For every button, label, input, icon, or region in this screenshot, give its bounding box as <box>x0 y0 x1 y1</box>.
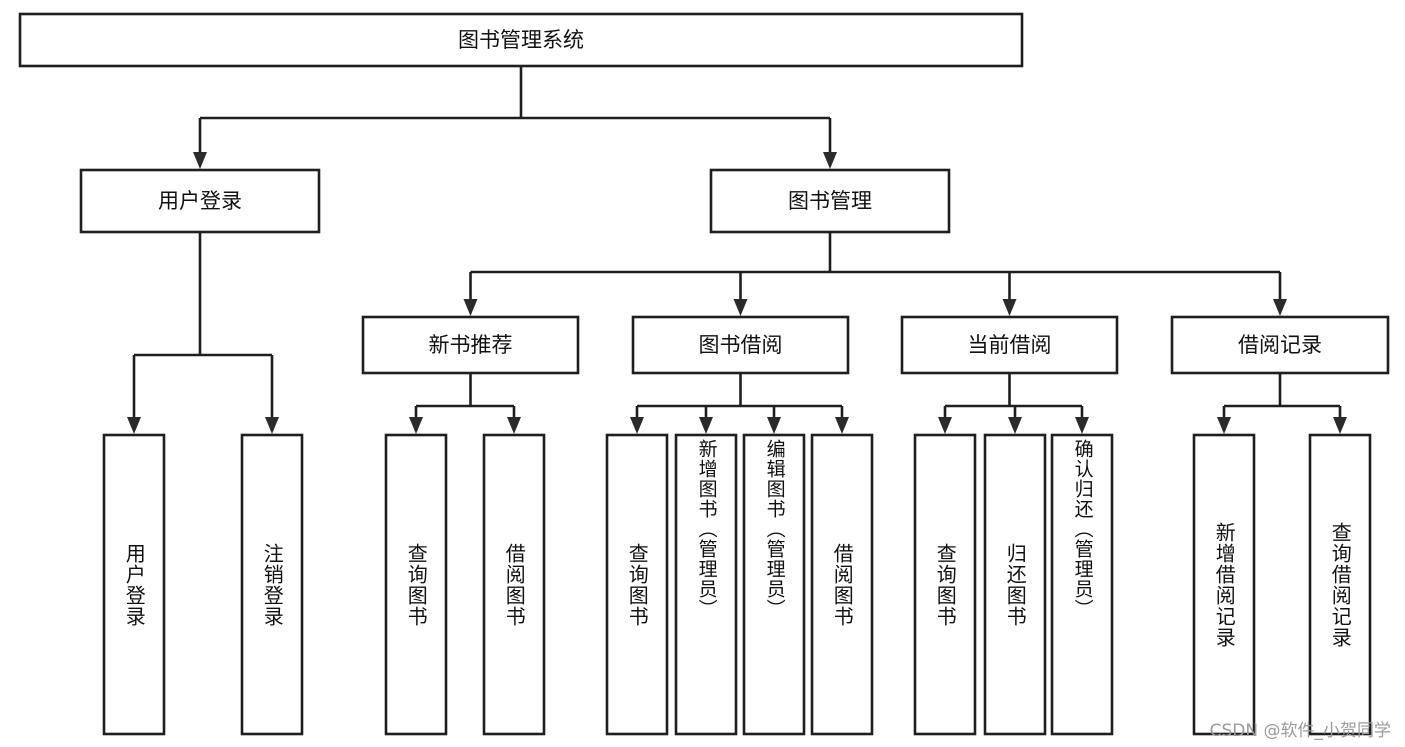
node-label-new-book-recommend: 新书推荐 <box>429 333 513 357</box>
node-leaf-add-borrow-record[interactable] <box>1192 433 1256 736</box>
node-box-leaf-query-book-current[interactable] <box>913 433 977 736</box>
arrow-head-icon <box>1333 417 1347 434</box>
node-leaf-edit-book-admin[interactable] <box>742 433 806 736</box>
node-label-book-manage: 图书管理 <box>788 189 872 213</box>
arrow-head-icon <box>733 299 748 316</box>
node-box-borrow-record[interactable] <box>1170 315 1390 375</box>
node-leaf-user-logout[interactable] <box>240 433 304 736</box>
node-box-leaf-borrow-book[interactable] <box>810 433 874 736</box>
arrow-head-icon <box>1273 299 1287 316</box>
node-box-leaf-add-borrow-record[interactable] <box>1192 433 1256 736</box>
node-box-current-borrow[interactable] <box>900 315 1119 375</box>
node-leaf-add-book-admin[interactable] <box>674 433 738 736</box>
arrow-head-icon <box>409 417 423 434</box>
arrow-head-icon <box>127 417 141 434</box>
node-box-new-book-recommend[interactable] <box>361 315 580 375</box>
node-box-root[interactable] <box>18 12 1024 68</box>
node-box-leaf-query-book-rec[interactable] <box>384 433 448 736</box>
node-box-leaf-confirm-return-admin[interactable] <box>1050 433 1114 736</box>
node-leaf-query-book-rec[interactable] <box>384 433 448 736</box>
node-borrow-record[interactable]: 借阅记录 <box>1170 315 1390 375</box>
arrow-head-icon <box>463 299 478 316</box>
arrow-head-icon <box>1008 417 1022 434</box>
arrow-head-icon <box>1075 417 1089 434</box>
node-leaf-borrow-book[interactable] <box>810 433 874 736</box>
arrow-head-icon <box>835 417 849 434</box>
arrow-head-icon <box>265 417 279 434</box>
node-leaf-query-borrow-record[interactable] <box>1308 433 1372 736</box>
node-label-borrow-record: 借阅记录 <box>1238 333 1322 357</box>
arrow-head-icon <box>767 417 781 434</box>
node-leaf-borrow-book-rec[interactable] <box>482 433 546 736</box>
node-book-manage[interactable]: 图书管理 <box>709 168 951 234</box>
arrow-head-icon <box>1217 417 1231 434</box>
node-current-borrow[interactable]: 当前借阅 <box>900 315 1119 375</box>
node-box-book-borrow[interactable] <box>631 315 850 375</box>
node-label-root: 图书管理系统 <box>458 28 584 52</box>
node-box-leaf-borrow-book-rec[interactable] <box>482 433 546 736</box>
node-box-leaf-user-login[interactable] <box>102 433 166 736</box>
node-box-leaf-return-book[interactable] <box>983 433 1047 736</box>
node-box-leaf-user-logout[interactable] <box>240 433 304 736</box>
node-box-leaf-query-borrow-record[interactable] <box>1308 433 1372 736</box>
node-leaf-return-book[interactable] <box>983 433 1047 736</box>
arrow-head-icon <box>630 417 644 434</box>
arrow-head-icon <box>193 152 207 169</box>
arrow-head-icon <box>699 417 713 434</box>
node-new-book-recommend[interactable]: 新书推荐 <box>361 315 580 375</box>
node-leaf-user-login[interactable] <box>102 433 166 736</box>
arrow-head-icon <box>1002 299 1017 316</box>
node-box-user-login[interactable] <box>79 168 321 234</box>
node-label-current-borrow: 当前借阅 <box>968 333 1052 357</box>
node-box-leaf-query-book-borrow[interactable] <box>605 433 669 736</box>
node-book-borrow[interactable]: 图书借阅 <box>631 315 850 375</box>
node-user-login[interactable]: 用户登录 <box>79 168 321 234</box>
node-box-book-manage[interactable] <box>709 168 951 234</box>
node-box-leaf-add-book-admin[interactable] <box>674 433 738 736</box>
node-label-user-login: 用户登录 <box>158 189 242 213</box>
node-leaf-query-book-borrow[interactable] <box>605 433 669 736</box>
node-box-leaf-edit-book-admin[interactable] <box>742 433 806 736</box>
node-leaf-confirm-return-admin[interactable] <box>1050 433 1114 736</box>
node-leaf-query-book-current[interactable] <box>913 433 977 736</box>
node-label-book-borrow: 图书借阅 <box>699 333 783 357</box>
arrow-head-icon <box>507 417 521 434</box>
arrow-head-icon <box>823 152 837 169</box>
arrow-head-icon <box>938 417 952 434</box>
node-root[interactable]: 图书管理系统 <box>18 12 1024 68</box>
